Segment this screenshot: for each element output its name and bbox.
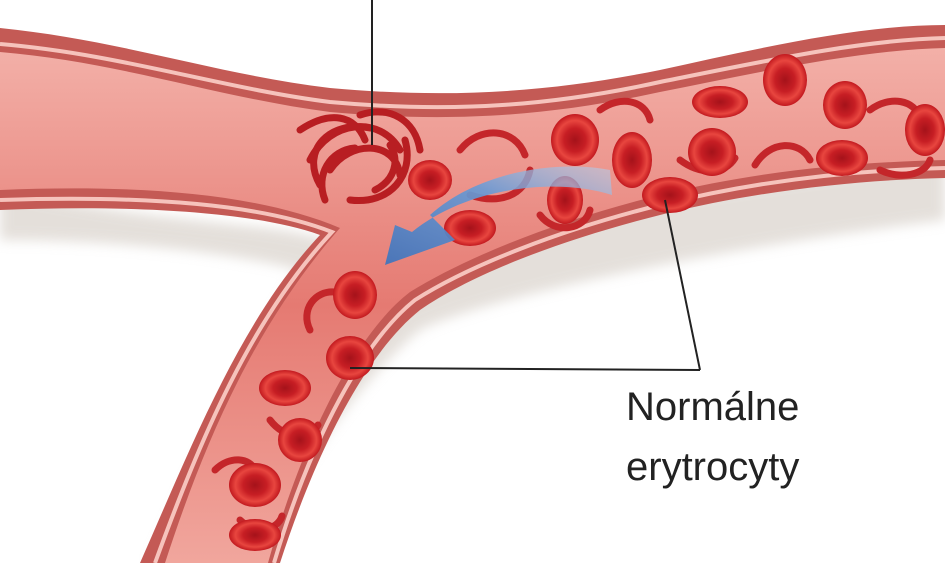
red-cell <box>229 463 281 507</box>
red-cell <box>642 177 698 213</box>
red-cell <box>816 140 868 176</box>
red-cell <box>326 336 374 380</box>
red-cell <box>408 160 452 200</box>
normal-cells-label-line1: Normálne <box>626 383 799 431</box>
leader-line-normal-2 <box>350 368 700 370</box>
red-cell <box>229 519 281 551</box>
red-cell <box>763 54 807 106</box>
red-cell <box>692 86 748 118</box>
red-cell <box>278 418 322 462</box>
red-cell <box>333 271 377 319</box>
red-cell <box>612 132 652 188</box>
red-cell <box>551 114 599 166</box>
red-cell <box>905 104 945 156</box>
red-cell <box>259 370 311 406</box>
red-cell <box>823 81 867 129</box>
normal-cells-label-line2: erytrocyty <box>626 443 799 491</box>
red-cell <box>688 128 736 176</box>
